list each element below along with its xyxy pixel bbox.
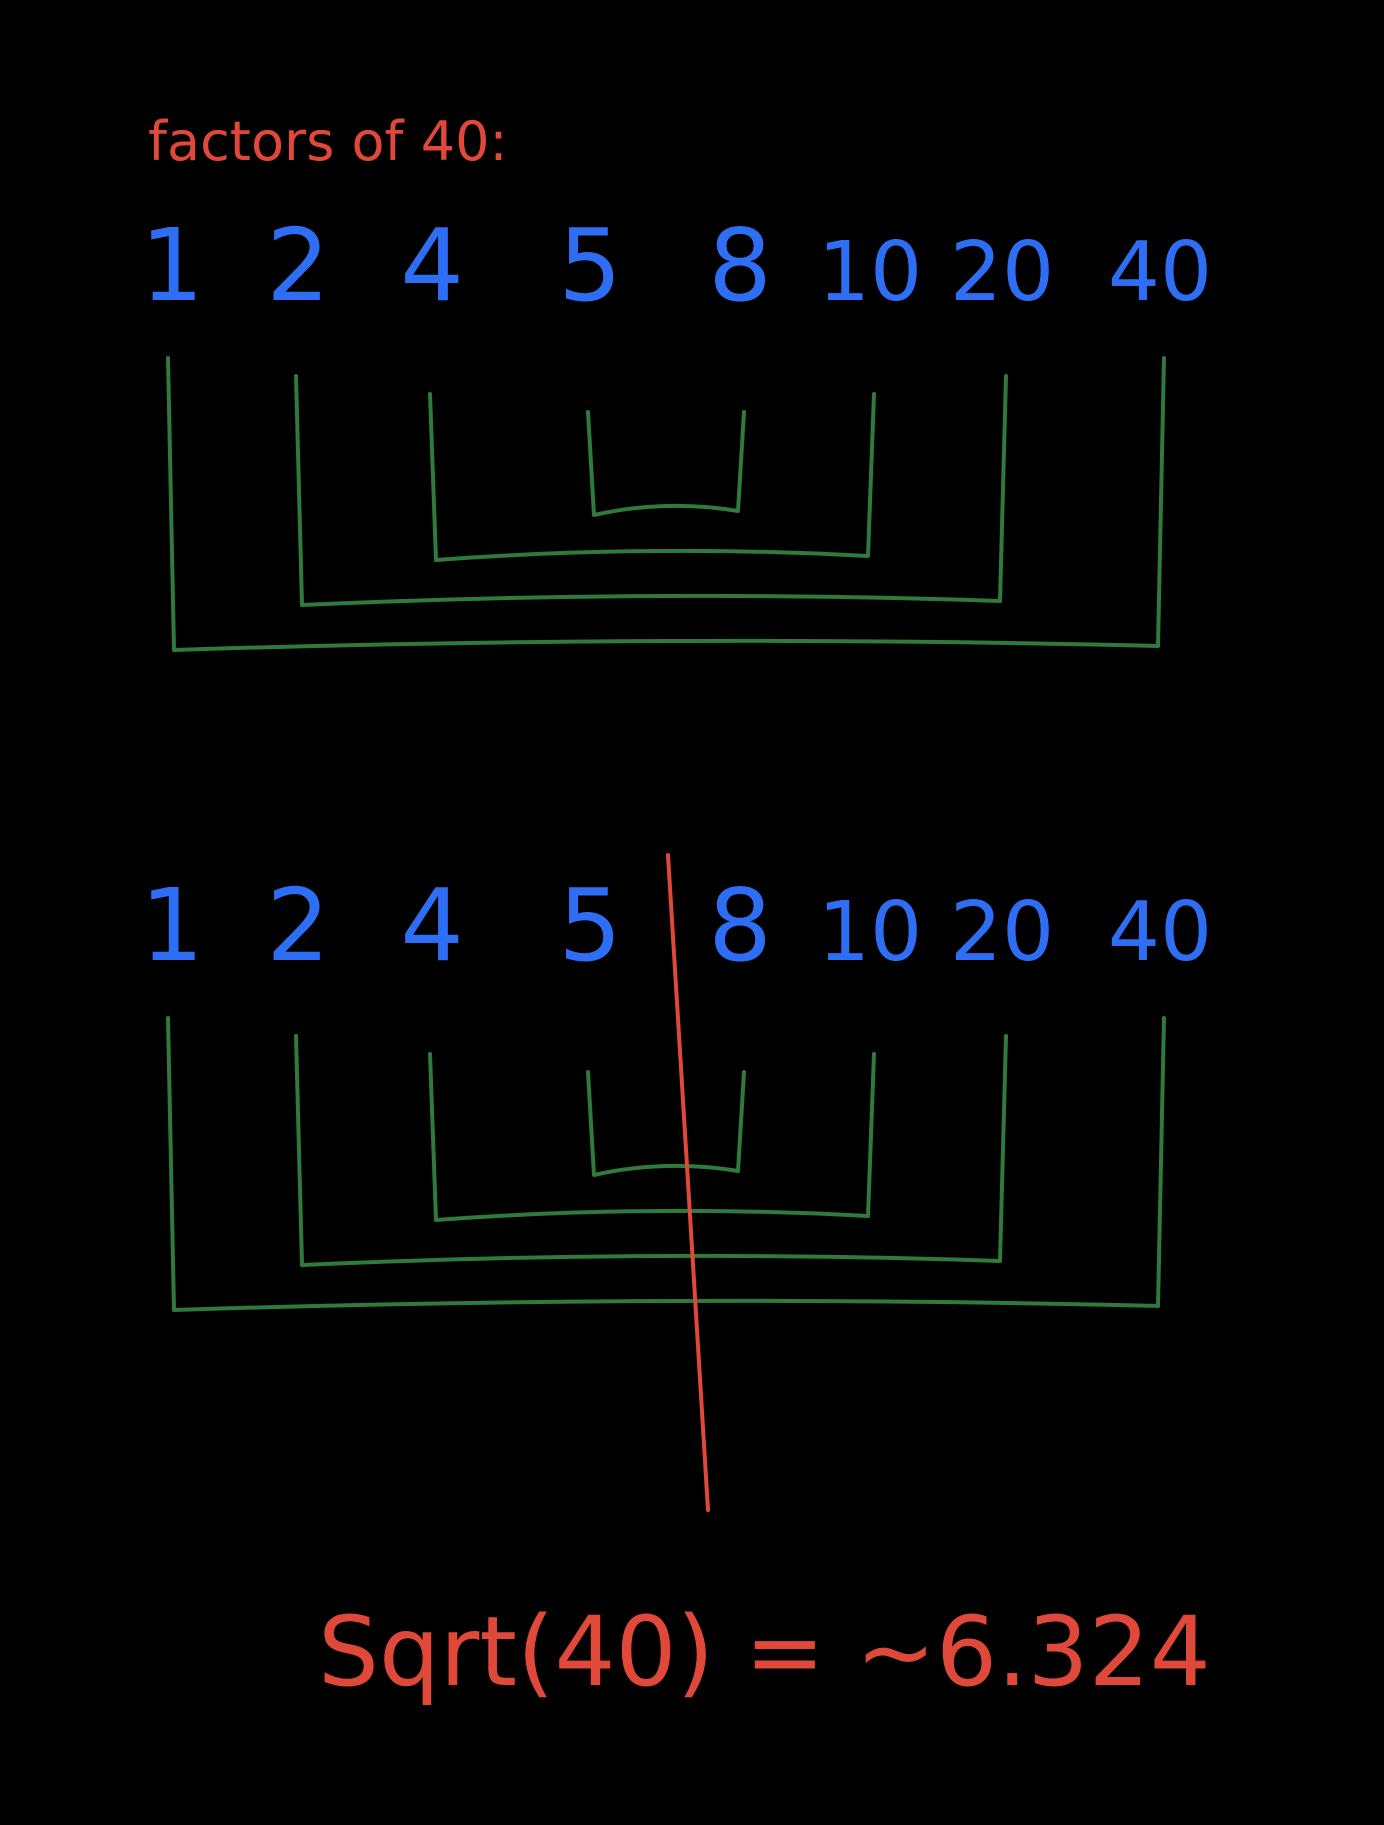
factor-5: 5: [558, 207, 622, 324]
factor-8: 8: [708, 207, 772, 324]
factor-8: 8: [708, 867, 772, 984]
factor-4: 4: [400, 867, 464, 984]
factor-1: 1: [140, 207, 204, 324]
pair-bracket-5-8: [586, 410, 746, 517]
pair-bracket-5-8: [586, 1070, 746, 1177]
factor-2: 2: [266, 207, 330, 324]
factor-10: 10: [818, 225, 922, 320]
factor-20: 20: [950, 885, 1054, 980]
pair-bracket-1-40: [166, 356, 1166, 652]
pair-bracket-4-10: [428, 1052, 876, 1222]
factor-1: 1: [140, 867, 204, 984]
pair-bracket-4-10: [428, 392, 876, 562]
factor-5: 5: [558, 867, 622, 984]
factor-40: 40: [1108, 225, 1212, 320]
factor-2: 2: [266, 867, 330, 984]
pair-bracket-2-20: [294, 374, 1008, 607]
factor-20: 20: [950, 225, 1054, 320]
pair-bracket-2-20: [294, 1034, 1008, 1267]
factor-10: 10: [818, 885, 922, 980]
factor-4: 4: [400, 207, 464, 324]
sqrt-equation: Sqrt(40) = ~6.324: [318, 1596, 1211, 1708]
pair-bracket-1-40: [166, 1016, 1166, 1312]
sqrt-split-line: [666, 853, 710, 1512]
factor-40: 40: [1108, 885, 1212, 980]
heading-text: factors of 40:: [148, 110, 508, 173]
